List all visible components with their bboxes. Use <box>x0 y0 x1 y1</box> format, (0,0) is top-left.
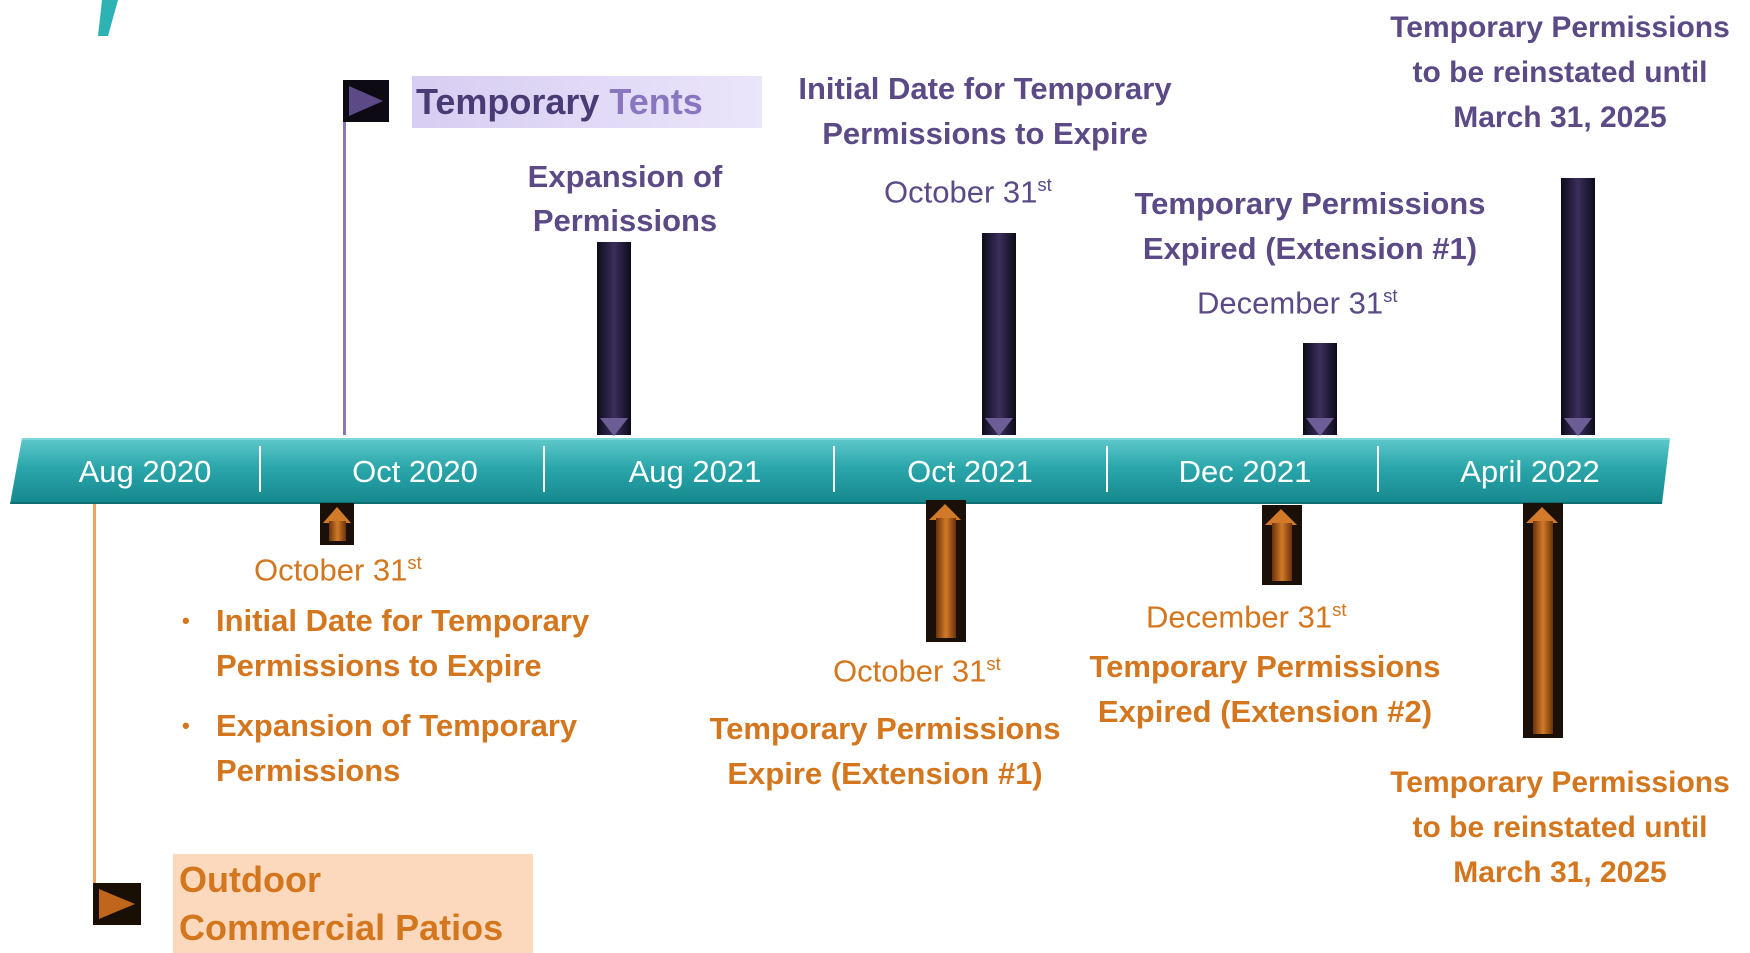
patios-reinstated-line1: Temporary Permissions <box>1390 766 1730 799</box>
segment-aug-2021: Aug 2021 <box>628 454 762 489</box>
segment-oct-2021: Oct 2021 <box>907 454 1033 489</box>
tents-expired-ext1-line1: Temporary Permissions <box>1134 186 1486 221</box>
date-text: December 31 <box>1146 599 1333 635</box>
segment-april-2022: April 2022 <box>1460 454 1600 489</box>
tents-reinstated-label: Temporary Permissions to be reinstated u… <box>1370 5 1750 140</box>
patios-dec2021-line2: Expired (Extension #2) <box>1097 694 1433 729</box>
patios-oct2021-date: October 31st <box>833 653 1001 689</box>
tents-reinstated-line2: to be reinstated until <box>1412 56 1708 89</box>
patios-label-line1: Outdoor <box>179 859 321 900</box>
segment-oct-2020: Oct 2020 <box>352 454 478 489</box>
segment-divider <box>543 446 545 492</box>
date-text: October 31 <box>833 653 987 689</box>
timeline-band <box>10 438 1670 504</box>
patios-reinstated-label: Temporary Permissions to be reinstated u… <box>1370 760 1750 895</box>
segment-divider <box>1377 446 1379 492</box>
patios-dec2021-label: Temporary Permissions Expired (Extension… <box>1060 644 1470 734</box>
patios-oct2020-bullet-1: • Initial Date for Temporary Permissions… <box>180 598 640 688</box>
tents-expired-ext1-line2: Expired (Extension #1) <box>1142 231 1478 266</box>
date-suffix: st <box>1037 174 1052 195</box>
segment-aug-2020: Aug 2020 <box>78 454 212 489</box>
segment-dec-2021: Dec 2021 <box>1178 454 1312 489</box>
tents-label-word1: Temporary <box>416 81 600 122</box>
patios-oct2020-bullet-2: • Expansion of Temporary Permissions <box>180 703 640 793</box>
bullet-dot: • <box>182 608 190 633</box>
date-text: December 31 <box>1197 285 1384 321</box>
patios-label: Outdoor Commercial Patios <box>173 854 533 953</box>
patios-dec2021-line1: Temporary Permissions <box>1089 649 1441 684</box>
patios-arrow-oct-2021 <box>926 500 966 642</box>
date-suffix: st <box>1332 599 1347 620</box>
tents-initial-expire-line2: Permissions to Expire <box>822 116 1148 151</box>
tents-arrow-aug-2021 <box>597 242 631 436</box>
flag-icon <box>93 883 141 925</box>
patios-oct2021-line2: Expire (Extension #1) <box>727 756 1043 791</box>
patios-arrow-oct-2020 <box>320 503 354 545</box>
bullet-line1: Initial Date for Temporary <box>216 603 590 638</box>
tents-arrow-april-2022 <box>1561 178 1595 436</box>
bullet-line2: Permissions to Expire <box>216 648 542 683</box>
corner-swoosh <box>98 0 118 36</box>
patios-reinstated-line2: to be reinstated until <box>1412 811 1708 844</box>
tents-flag-pole <box>343 90 346 435</box>
tents-arrow-dec-2021 <box>1303 343 1337 436</box>
bullet-dot: • <box>182 713 190 738</box>
date-suffix: st <box>1383 285 1398 306</box>
patios-reinstated-line3: March 31, 2025 <box>1453 856 1667 889</box>
date-suffix: st <box>407 552 422 573</box>
tents-initial-expire-date: October 31st <box>884 174 1052 210</box>
date-text: October 31 <box>884 174 1038 210</box>
tents-expired-ext1-label: Temporary Permissions Expired (Extension… <box>1110 181 1510 271</box>
tents-expired-ext1-date: December 31st <box>1197 285 1398 321</box>
patios-oct2021-label: Temporary Permissions Expire (Extension … <box>690 706 1080 796</box>
bullet-line2: Permissions <box>216 753 401 788</box>
tents-expansion-line1: Expansion of <box>527 159 723 194</box>
tents-label-word2: Tents <box>599 81 703 122</box>
patios-arrow-dec-2021 <box>1262 505 1302 585</box>
tents-expansion-label: Expansion of Permissions <box>480 155 770 243</box>
patios-dec2021-date: December 31st <box>1146 599 1347 635</box>
tents-arrow-oct-2021 <box>982 233 1016 436</box>
date-text: October 31 <box>254 552 408 588</box>
tents-initial-expire-label: Initial Date for Temporary Permissions t… <box>770 66 1200 156</box>
patios-pole <box>93 500 96 900</box>
date-suffix: st <box>986 653 1001 674</box>
tents-reinstated-line1: Temporary Permissions <box>1390 11 1730 44</box>
flag-icon <box>343 80 389 122</box>
patios-oct2020-date: October 31st <box>254 552 422 588</box>
bullet-line1: Expansion of Temporary <box>216 708 578 743</box>
segment-divider <box>259 446 261 492</box>
tents-expansion-line2: Permissions <box>532 203 718 238</box>
patios-oct2021-line1: Temporary Permissions <box>709 711 1061 746</box>
segment-divider <box>1106 446 1108 492</box>
patios-label-line2: Commercial Patios <box>179 907 504 948</box>
tents-label: Temporary Tents <box>412 76 762 128</box>
patios-arrow-april-2022 <box>1523 503 1563 738</box>
tents-initial-expire-line1: Initial Date for Temporary <box>798 71 1172 106</box>
tents-reinstated-line3: March 31, 2025 <box>1453 101 1667 134</box>
segment-divider <box>833 446 835 492</box>
